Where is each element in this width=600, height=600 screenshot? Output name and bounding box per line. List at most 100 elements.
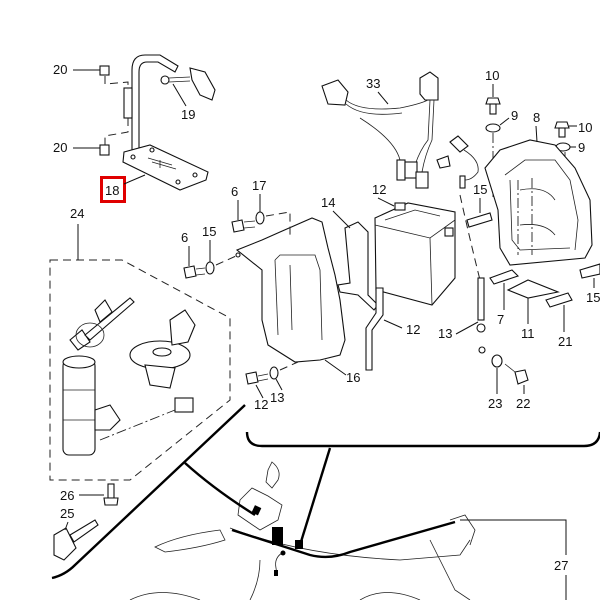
callout-20-lower[interactable]: 20 bbox=[53, 140, 100, 155]
washer-23 bbox=[491, 354, 503, 368]
callout-33[interactable]: 33 bbox=[366, 76, 389, 105]
damper-16 bbox=[506, 279, 560, 299]
svg-text:10: 10 bbox=[485, 68, 499, 83]
washer-13-b bbox=[269, 366, 279, 380]
callout-22[interactable]: 22 bbox=[516, 385, 530, 411]
bolt-26 bbox=[103, 483, 119, 506]
callout-10-a[interactable]: 10 bbox=[485, 68, 499, 97]
callout-23[interactable]: 23 bbox=[488, 368, 502, 411]
svg-text:19: 19 bbox=[181, 107, 195, 122]
bolt-12-a bbox=[231, 219, 256, 233]
svg-text:23: 23 bbox=[488, 396, 502, 411]
lock-set-group bbox=[49, 259, 231, 481]
ignition-switch bbox=[62, 359, 96, 456]
key-blank-25 bbox=[53, 519, 99, 561]
bracket-plate bbox=[122, 144, 209, 191]
svg-text:20: 20 bbox=[53, 62, 67, 77]
cover-11 bbox=[235, 217, 346, 363]
callout-7[interactable]: 12 bbox=[383, 319, 420, 337]
svg-text:12: 12 bbox=[406, 322, 420, 337]
svg-text:24: 24 bbox=[70, 206, 84, 221]
lock-connector bbox=[174, 397, 194, 413]
svg-text:10: 10 bbox=[578, 120, 592, 135]
washer-14 bbox=[255, 211, 265, 225]
harness-connector-b bbox=[295, 540, 303, 549]
clip-nut-lower bbox=[99, 144, 110, 156]
svg-text:7: 7 bbox=[497, 312, 504, 327]
callout-12-a[interactable]: 6 bbox=[231, 184, 239, 220]
svg-text:33: 33 bbox=[366, 76, 380, 91]
callout-21[interactable]: 13 bbox=[438, 321, 479, 341]
svg-text:17: 17 bbox=[252, 178, 266, 193]
svg-text:18: 18 bbox=[105, 183, 119, 198]
svg-text:16: 16 bbox=[346, 370, 360, 385]
bracket-assembly bbox=[99, 54, 216, 191]
battery-box-8 bbox=[484, 139, 593, 266]
wire-harness-27 bbox=[231, 520, 456, 559]
svg-text:6: 6 bbox=[181, 230, 188, 245]
callout-14[interactable]: 17 bbox=[252, 178, 266, 212]
callout-8[interactable]: 8 bbox=[533, 110, 540, 143]
bracket-clamp bbox=[189, 67, 216, 101]
bolt-10-a bbox=[485, 97, 501, 115]
washer-13-a bbox=[205, 261, 215, 275]
callout-26[interactable]: 26 bbox=[60, 488, 104, 503]
callout-19[interactable]: 19 bbox=[172, 83, 195, 122]
callout-18[interactable]: 18 bbox=[100, 174, 146, 203]
breather-pipe-7 bbox=[365, 287, 384, 371]
brace-leader bbox=[298, 447, 332, 546]
svg-text:6: 6 bbox=[231, 184, 238, 199]
callout-9-b[interactable]: 9 bbox=[570, 140, 585, 155]
motorcycle-outline bbox=[129, 461, 476, 600]
bolt-22 bbox=[514, 369, 529, 385]
harness-front bbox=[184, 462, 256, 517]
battery-group-brace bbox=[245, 431, 600, 448]
svg-text:21: 21 bbox=[558, 334, 572, 349]
wire-harness-33 bbox=[321, 71, 439, 189]
callout-15-a[interactable]: 15 bbox=[473, 182, 487, 213]
bracket-rod bbox=[131, 54, 179, 151]
callout-25[interactable]: 25 bbox=[60, 506, 74, 531]
svg-text:12: 12 bbox=[372, 182, 386, 197]
svg-text:26: 26 bbox=[60, 488, 74, 503]
svg-text:13: 13 bbox=[438, 326, 452, 341]
harness-connector-a bbox=[272, 527, 283, 545]
svg-text:9: 9 bbox=[511, 108, 518, 123]
svg-text:9: 9 bbox=[578, 140, 585, 155]
svg-text:22: 22 bbox=[516, 396, 530, 411]
svg-text:20: 20 bbox=[53, 140, 67, 155]
damper-15-a bbox=[466, 212, 493, 228]
callout-13-b[interactable]: 13 bbox=[270, 378, 284, 405]
battery-6 bbox=[374, 202, 456, 306]
callout-13-a[interactable]: 11 15 bbox=[202, 224, 216, 262]
callout-10-b[interactable]: 10 bbox=[569, 120, 592, 135]
clip-nut-upper bbox=[99, 65, 110, 76]
harness-connector-c bbox=[251, 505, 262, 516]
svg-text:13: 13 bbox=[270, 390, 284, 405]
callout-15-c[interactable]: 21 bbox=[558, 305, 572, 349]
callout-11[interactable]: 16 bbox=[324, 359, 360, 385]
svg-text:12: 12 bbox=[254, 397, 268, 412]
bolt-12-b bbox=[183, 265, 206, 279]
callout-15-b[interactable]: 7 bbox=[497, 283, 505, 327]
callout-16[interactable]: 11 bbox=[521, 298, 535, 341]
callout-9-a[interactable]: 9 bbox=[499, 108, 518, 126]
callout-6[interactable]: 12 bbox=[372, 182, 395, 207]
callout-17[interactable]: 14 bbox=[321, 195, 351, 229]
bolt-12-c bbox=[245, 371, 269, 385]
band-17 bbox=[337, 221, 379, 311]
callout-12-c[interactable]: 12 bbox=[254, 384, 268, 412]
damper-15-d bbox=[579, 263, 600, 279]
svg-text:15: 15 bbox=[473, 182, 487, 197]
damper-15-b bbox=[489, 269, 520, 285]
callout-27[interactable]: 27 bbox=[460, 519, 568, 600]
callout-24[interactable]: 24 bbox=[70, 206, 84, 260]
svg-text:14: 14 bbox=[321, 195, 335, 210]
callout-15-d[interactable]: 15 bbox=[586, 278, 600, 305]
svg-text:15: 15 bbox=[586, 290, 600, 305]
callout-20-upper[interactable]: 20 bbox=[53, 62, 100, 77]
lockset-frame-line bbox=[51, 404, 246, 580]
callout-12-b[interactable]: 6 bbox=[181, 230, 190, 266]
damper-9-a bbox=[485, 123, 501, 133]
